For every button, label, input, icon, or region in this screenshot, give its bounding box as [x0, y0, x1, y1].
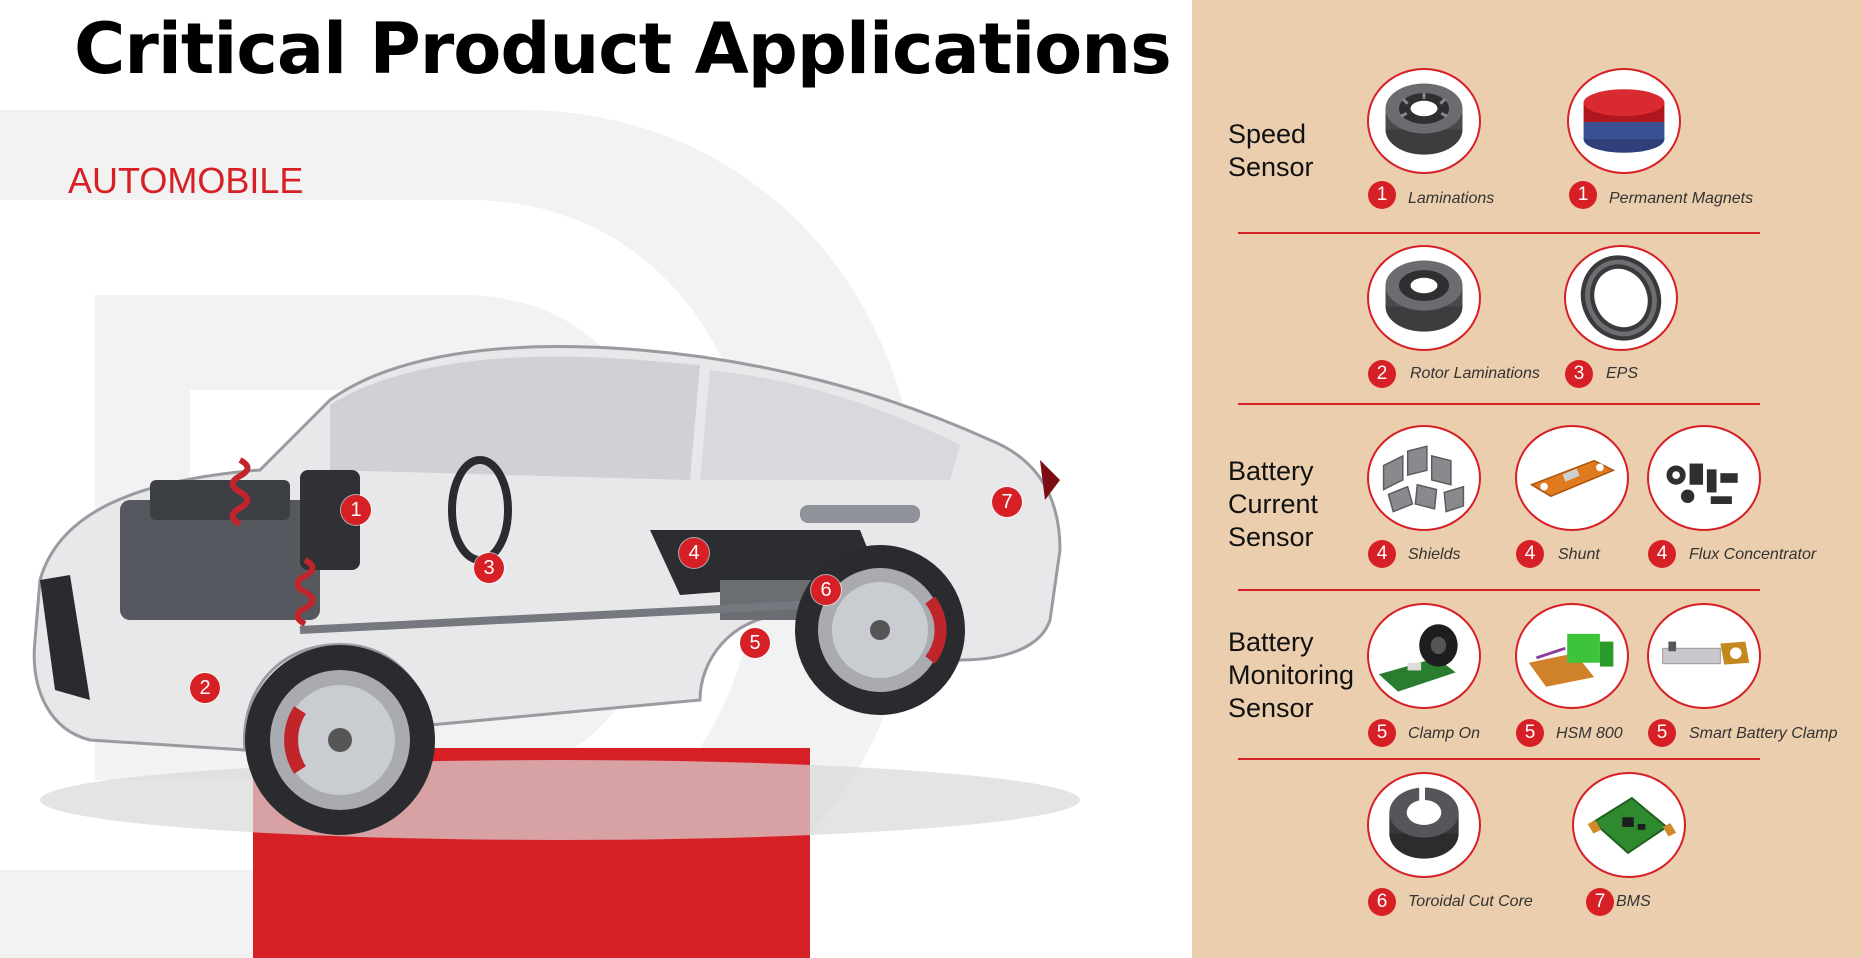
magnet-icon: [1567, 68, 1681, 174]
item-number: 4: [1648, 540, 1676, 568]
item-name-bms: BMS: [1616, 893, 1651, 910]
item-number: 4: [1368, 540, 1396, 568]
car-marker-7: 7: [992, 487, 1022, 517]
shields-icon: [1367, 425, 1481, 531]
item-number: 5: [1368, 719, 1396, 747]
item-number: 6: [1368, 888, 1396, 916]
item-name-hsm-800: HSM 800: [1556, 725, 1623, 742]
item-number: 4: [1516, 540, 1544, 568]
car-marker-6: 6: [811, 575, 841, 605]
hsm-800-icon: [1515, 603, 1629, 709]
item-name-shields: Shields: [1408, 546, 1461, 563]
bms-board-icon: [1572, 772, 1686, 878]
item-name-laminations: Laminations: [1408, 190, 1495, 207]
item-name-clamp-on: Clamp On: [1408, 725, 1481, 742]
eps-ring-icon: [1564, 245, 1678, 351]
item-name-shunt: Shunt: [1558, 546, 1600, 563]
smart-battery-clamp-icon: [1647, 603, 1761, 709]
car-marker-1: 1: [341, 495, 371, 525]
car-marker-5: 5: [740, 628, 770, 658]
item-name-rotor-laminations: Rotor Laminations: [1410, 365, 1540, 382]
item-number: 5: [1516, 719, 1544, 747]
shunt-icon: [1515, 425, 1629, 531]
flux-concentrator-icon: [1647, 425, 1761, 531]
car-marker-3: 3: [474, 553, 504, 583]
item-number: 7: [1586, 888, 1614, 916]
item-name-flux-concentrator: Flux Concentrator: [1689, 546, 1817, 563]
item-number: 1: [1569, 181, 1597, 209]
clamp-on-icon: [1367, 603, 1481, 709]
rotor-lamination-icon: [1367, 245, 1481, 351]
item-number: 3: [1565, 360, 1593, 388]
group-label-speed-sensor: Speed Sensor: [1228, 119, 1314, 182]
item-number: 5: [1648, 719, 1676, 747]
toroidal-core-icon: [1367, 772, 1481, 878]
car-cutaway-illustration: [32, 345, 1080, 840]
section-divider: [1238, 403, 1760, 405]
item-name-smart-battery-clamp: Smart Battery Clamp: [1689, 725, 1838, 742]
car-marker-4: 4: [679, 538, 709, 568]
section-divider: [1238, 758, 1760, 760]
right-panel: Speed Sensor Battery Current Sensor Batt…: [1192, 0, 1862, 958]
item-name-toroidal-cut-core: Toroidal Cut Core: [1408, 893, 1533, 910]
item-number: 1: [1368, 181, 1396, 209]
group-label-battery-monitoring-sensor: Battery Monitoring Sensor: [1228, 627, 1355, 723]
car-marker-2: 2: [190, 673, 220, 703]
item-name-eps: EPS: [1606, 365, 1639, 382]
left-panel: Critical Product Applications AUTOMOBILE: [0, 8, 1172, 958]
group-label-battery-current-sensor: Battery Current Sensor: [1228, 456, 1319, 552]
category-label: AUTOMOBILE: [68, 160, 304, 201]
page-title: Critical Product Applications: [74, 8, 1172, 90]
item-number: 2: [1368, 360, 1396, 388]
section-divider: [1238, 232, 1760, 234]
lamination-icon: [1367, 68, 1481, 174]
item-name-permanent-magnets: Permanent Magnets: [1609, 190, 1754, 207]
section-divider: [1238, 589, 1760, 591]
